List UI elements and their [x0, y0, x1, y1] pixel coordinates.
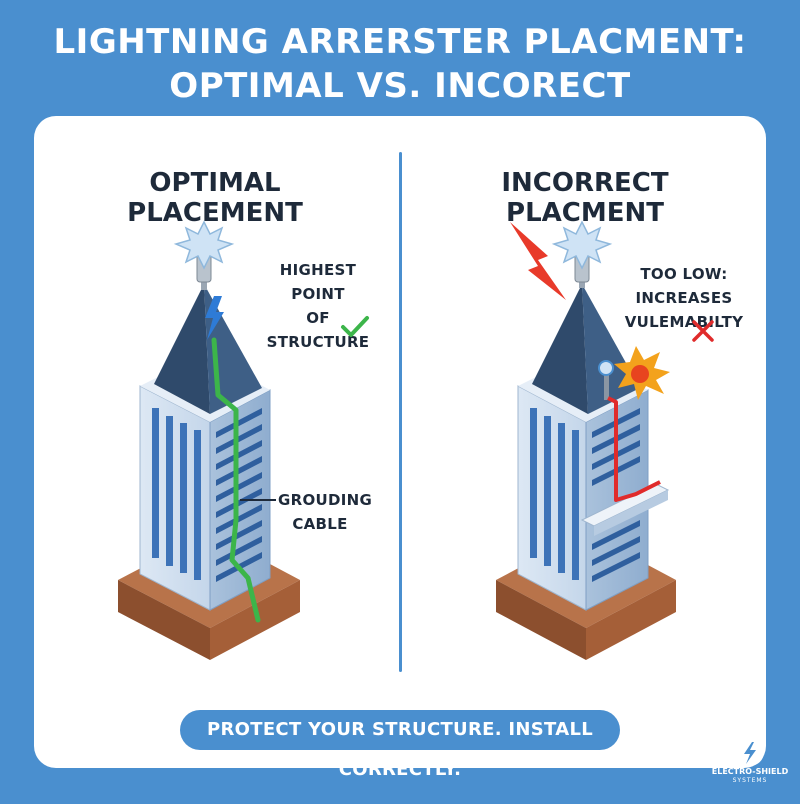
incorrect-building: [496, 220, 676, 660]
optimal-note-line-1: HIGHEST POINT: [279, 261, 357, 303]
x-icon: [690, 318, 716, 348]
optimal-note-line-2: OF STRUCTURE: [266, 309, 370, 351]
optimal-note: HIGHEST POINT OF STRUCTURE: [258, 258, 378, 354]
footer-banner: PROTECT YOUR STRUCTURE. INSTALL CORRECTL…: [180, 710, 620, 780]
incorrect-note-line-1: TOO LOW: INCREASES: [635, 265, 733, 307]
panel-divider: [399, 152, 402, 672]
brand-logo: [700, 730, 800, 800]
optimal-heading: OPTIMAL PLACEMENT: [127, 168, 303, 228]
incorrect-note-line-2: VULEMABILTY: [624, 313, 744, 331]
brand-sub: SYSTEMS: [732, 777, 768, 784]
lightning-icon: [744, 742, 756, 764]
page-title: LIGHTNING ARRERSTER PLACMENT: OPTIMAL VS…: [0, 20, 800, 108]
brand-name: ELECTRO-SHIELD: [711, 767, 789, 776]
incorrect-note: TOO LOW: INCREASES VULEMABILTY: [604, 262, 764, 334]
cable-label-line-1: GROUDING: [278, 491, 373, 509]
cable-label-line-2: CABLE: [292, 515, 348, 533]
title-line-1: LIGHTNING ARRERSTER PLACMENT:: [53, 22, 747, 62]
optimal-building: [118, 220, 300, 660]
incorrect-heading: INCORRECT PLACMENT: [501, 168, 669, 228]
check-icon: [340, 314, 370, 344]
title-line-2: OPTIMAL VS. INCORECT: [169, 66, 631, 106]
cable-label: GROUDING CABLE: [278, 488, 373, 536]
